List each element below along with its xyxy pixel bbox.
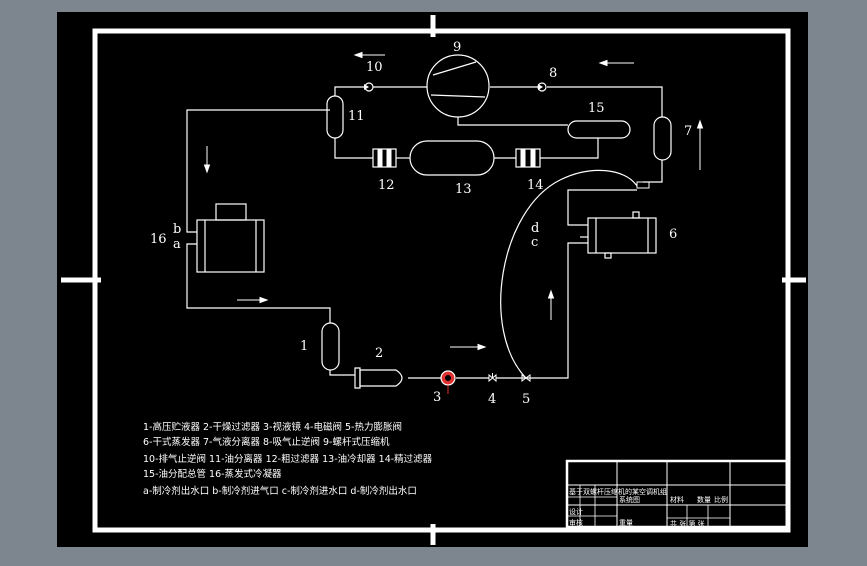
title-block-qty-label: 数量: [697, 495, 711, 504]
label-6: 6: [669, 227, 677, 242]
label-9: 9: [453, 40, 461, 55]
legend-line-5: a-制冷剂出水口 b-制冷剂进气口 c-制冷剂进水口 d-制冷剂出水口: [143, 485, 417, 497]
label-15: 15: [588, 101, 605, 116]
label-12: 12: [378, 178, 395, 193]
label-14: 14: [527, 178, 544, 193]
sight-glass: [440, 370, 456, 394]
title-block-checker: 审核: [569, 518, 583, 527]
dry-evaporator: [580, 211, 657, 259]
legend-line-1: 1-高压贮液器 2-干燥过滤器 3-视液镜 4-电磁阀 5-热力膨胀阀: [143, 421, 402, 433]
label-3: 3: [433, 390, 441, 405]
label-5: 5: [522, 392, 530, 407]
oil-distribution-manifold: [567, 120, 631, 139]
label-7: 7: [684, 124, 692, 139]
centering-marks: [61, 15, 806, 545]
oil-cooler: [409, 140, 495, 176]
label-1: 1: [300, 339, 308, 354]
high-pressure-receiver: [321, 322, 340, 371]
title-block-designer: 设计: [569, 507, 583, 516]
title-block-weight-label: 重量: [619, 519, 633, 527]
legend-line-3: 10-排气止逆阀 11-油分离器 12-粗过滤器 13-油冷却器 14-精过滤器: [143, 453, 433, 465]
evaporative-condenser: [196, 203, 265, 273]
drawing-sheet: [57, 12, 808, 547]
label-4: 4: [488, 392, 496, 407]
label-10: 10: [366, 60, 383, 75]
coarse-filter: [372, 148, 397, 168]
title-block-grid: [565, 459, 790, 529]
port-c-label: c: [531, 235, 538, 250]
label-2: 2: [375, 346, 383, 361]
label-8: 8: [549, 66, 557, 81]
oil-separator: [326, 95, 344, 139]
legend-line-2: 6-干式蒸发器 7-气液分离器 8-吸气止逆阀 9-螺杆式压缩机: [143, 436, 390, 448]
dryer-filter: [354, 367, 403, 389]
legend-line-4: 15-油分配总管 16-蒸发式冷凝器: [143, 468, 282, 480]
port-b-label: b: [173, 222, 181, 237]
discharge-check-valve: [364, 82, 374, 92]
suction-check-valve: [537, 82, 547, 92]
port-a-label: a: [173, 237, 181, 252]
title-block-footer: 共 张 第 张: [670, 519, 705, 528]
title-block-scale-label: 比例: [714, 495, 728, 504]
piping: [186, 86, 663, 379]
thermal-expansion-valve: [521, 374, 531, 382]
title-block: 基于双螺杆压缩机的某空调机组 系统图 材料 数量 比例 设计 审核 重量 共 张…: [565, 459, 790, 529]
label-13: 13: [455, 182, 472, 197]
label-11: 11: [348, 109, 365, 124]
fine-filter: [515, 148, 541, 168]
port-d-label: d: [531, 221, 539, 236]
label-16: 16: [150, 232, 167, 247]
legend: 1-高压贮液器 2-干燥过滤器 3-视液镜 4-电磁阀 5-热力膨胀阀 6-干式…: [143, 421, 433, 497]
title-block-subtitle: 系统图: [619, 495, 640, 504]
title-block-title: 基于双螺杆压缩机的某空调机组: [569, 487, 667, 496]
solenoid-valve: [488, 373, 497, 383]
title-block-material-label: 材料: [670, 495, 684, 504]
flow-arrows: [203, 51, 704, 351]
gas-liquid-separator: [653, 116, 672, 161]
screw-compressor: [426, 54, 490, 118]
txv-sensing-bulb: [636, 181, 650, 189]
